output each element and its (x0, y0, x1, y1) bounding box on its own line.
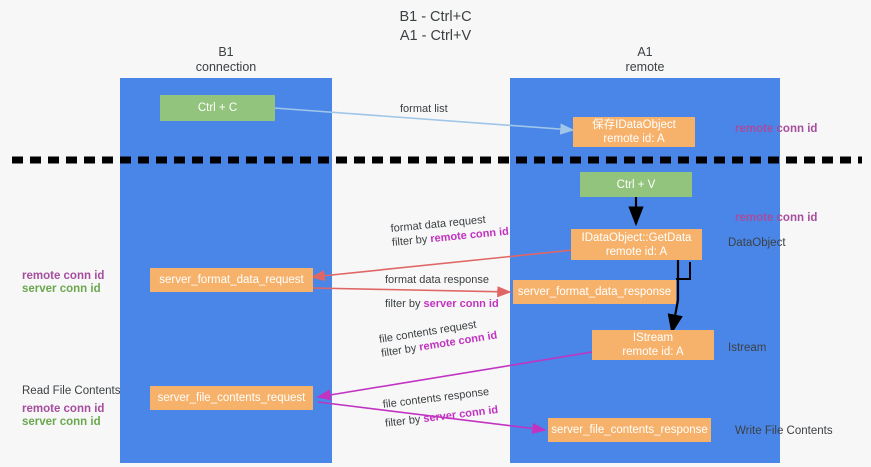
annotation-left-remote-conn-id-1: remote conn id (22, 270, 105, 282)
node-ctrl-c-label: Ctrl + C (197, 102, 238, 114)
node-save-idataobject-label: 保存IDataObject (592, 119, 676, 131)
node-istream-sub: remote id: A (622, 346, 684, 358)
lane-header-a1-name: A1 (637, 45, 653, 59)
node-server-format-data-request[interactable]: server_format_data_request (150, 268, 313, 292)
edge-label-format-list-line1: format list (400, 103, 448, 115)
edge-label-file-contents-request: file contents request filter by remote c… (378, 315, 498, 361)
edge-label-format-data-response: format data response filter by server co… (385, 273, 499, 311)
node-server-file-contents-request[interactable]: server_file_contents_request (150, 386, 313, 410)
lane-header-a1: A1 remote (510, 45, 780, 75)
annotation-right-remote-conn-id-top: remote conn id (735, 123, 818, 135)
node-ctrl-c[interactable]: Ctrl + C (160, 95, 275, 121)
annotation-right-remote-conn-id-mid: remote conn id (735, 212, 818, 224)
node-idataobject-getdata-sub: remote id: A (605, 245, 668, 258)
edge-label-file-contents-response-prefix: filter by (384, 413, 425, 430)
edge-label-format-data-response-prefix: filter by (385, 298, 424, 310)
edge-label-format-list: format list (400, 102, 448, 116)
lane-header-b1-name: B1 (218, 45, 234, 59)
node-idataobject-getdata-label: IDataObject::GetData (581, 231, 692, 244)
edge-label-format-data-response-line1: format data response (385, 274, 489, 286)
node-server-file-contents-request-label: server_file_contents_request (157, 392, 306, 404)
node-server-format-data-response-label: server_format_data_response (517, 286, 672, 298)
annotation-left-read-file-contents: Read File Contents (22, 385, 121, 397)
node-ctrl-v-label: Ctrl + V (616, 178, 656, 191)
node-server-format-data-request-label: server_format_data_request (159, 274, 304, 286)
edge-label-file-contents-response-highlight: server conn id (422, 403, 499, 426)
node-istream-label: IStream (632, 332, 674, 344)
node-save-idataobject[interactable]: 保存IDataObject remote id: A (573, 117, 695, 147)
edge-label-file-contents-response: file contents response filter by server … (382, 384, 499, 431)
node-server-format-data-response[interactable]: server_format_data_response (513, 280, 676, 304)
annotation-right-istream: Istream (728, 342, 767, 354)
edge-label-format-data-response-line2: filter by server conn id (385, 297, 499, 311)
edge-label-format-data-request-prefix: filter by (391, 233, 431, 249)
annotation-right-write-file-contents: Write File Contents (735, 425, 833, 437)
node-ctrl-v[interactable]: Ctrl + V (580, 172, 692, 197)
lane-header-b1-sub: connection (195, 60, 257, 74)
node-save-idataobject-sub: remote id: A (603, 133, 665, 145)
node-istream[interactable]: IStream remote id: A (592, 330, 714, 360)
node-server-file-contents-response-label: server_file_contents_response (551, 424, 708, 436)
page-title: B1 - Ctrl+C A1 - Ctrl+V (0, 8, 871, 46)
lane-header-a1-sub: remote (625, 60, 665, 74)
node-idataobject-getdata[interactable]: IDataObject::GetData remote id: A (571, 229, 702, 260)
node-server-file-contents-response[interactable]: server_file_contents_response (548, 418, 711, 442)
annotation-right-dataobject: DataObject (728, 237, 786, 249)
edge-label-format-data-response-highlight: server conn id (423, 298, 499, 310)
title-line-2: A1 - Ctrl+V (399, 28, 472, 44)
annotation-left-remote-conn-id-2: remote conn id (22, 403, 105, 415)
edge-label-format-data-request: format data request filter by remote con… (390, 211, 510, 250)
annotation-left-server-conn-id-2: server conn id (22, 416, 101, 428)
annotation-left-server-conn-id-1: server conn id (22, 283, 101, 295)
title-line-1: B1 - Ctrl+C (399, 9, 472, 25)
lane-header-b1: B1 connection (120, 45, 332, 75)
